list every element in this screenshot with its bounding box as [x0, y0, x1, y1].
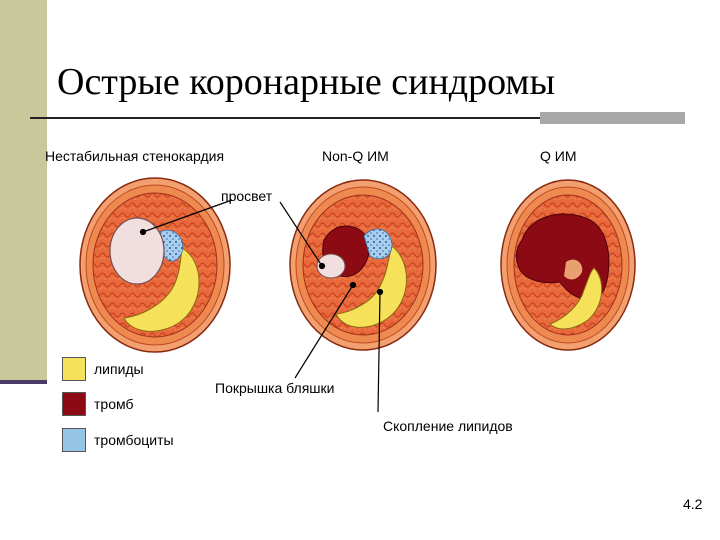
- legend-label-platelets: тромбоциты: [94, 432, 174, 448]
- left-decorative-bar: [0, 0, 47, 384]
- left-bar-underline: [0, 380, 47, 384]
- artery-unstable-angina: [79, 177, 231, 353]
- legend-swatch-platelets: [62, 428, 86, 452]
- label-lipid-pool: Скопление липидов: [383, 418, 513, 434]
- legend-swatch-lipids: [62, 357, 86, 381]
- label-plaque-cap: Покрышка бляшки: [215, 380, 335, 396]
- label-lumen: просвет: [221, 188, 273, 204]
- legend-swatch-thrombus: [62, 392, 86, 416]
- title-rule-accent: [540, 112, 685, 124]
- page-number: 4.2: [683, 496, 703, 512]
- column-label-unstable-angina: Нестабильная стенокардия: [45, 148, 225, 164]
- column-label-non-q-mi: Non-Q ИМ: [322, 148, 389, 164]
- column-label-q-mi: Q ИМ: [540, 148, 577, 164]
- pointer-lines: [139, 199, 384, 413]
- title-rule: [30, 117, 685, 119]
- artery-q-mi: [500, 179, 636, 351]
- legend-label-thrombus: тромб: [94, 396, 134, 412]
- legend-label-lipids: липиды: [94, 361, 144, 377]
- artery-non-q-mi: [289, 179, 437, 351]
- slide-title: Острые коронарные синдромы: [57, 61, 555, 103]
